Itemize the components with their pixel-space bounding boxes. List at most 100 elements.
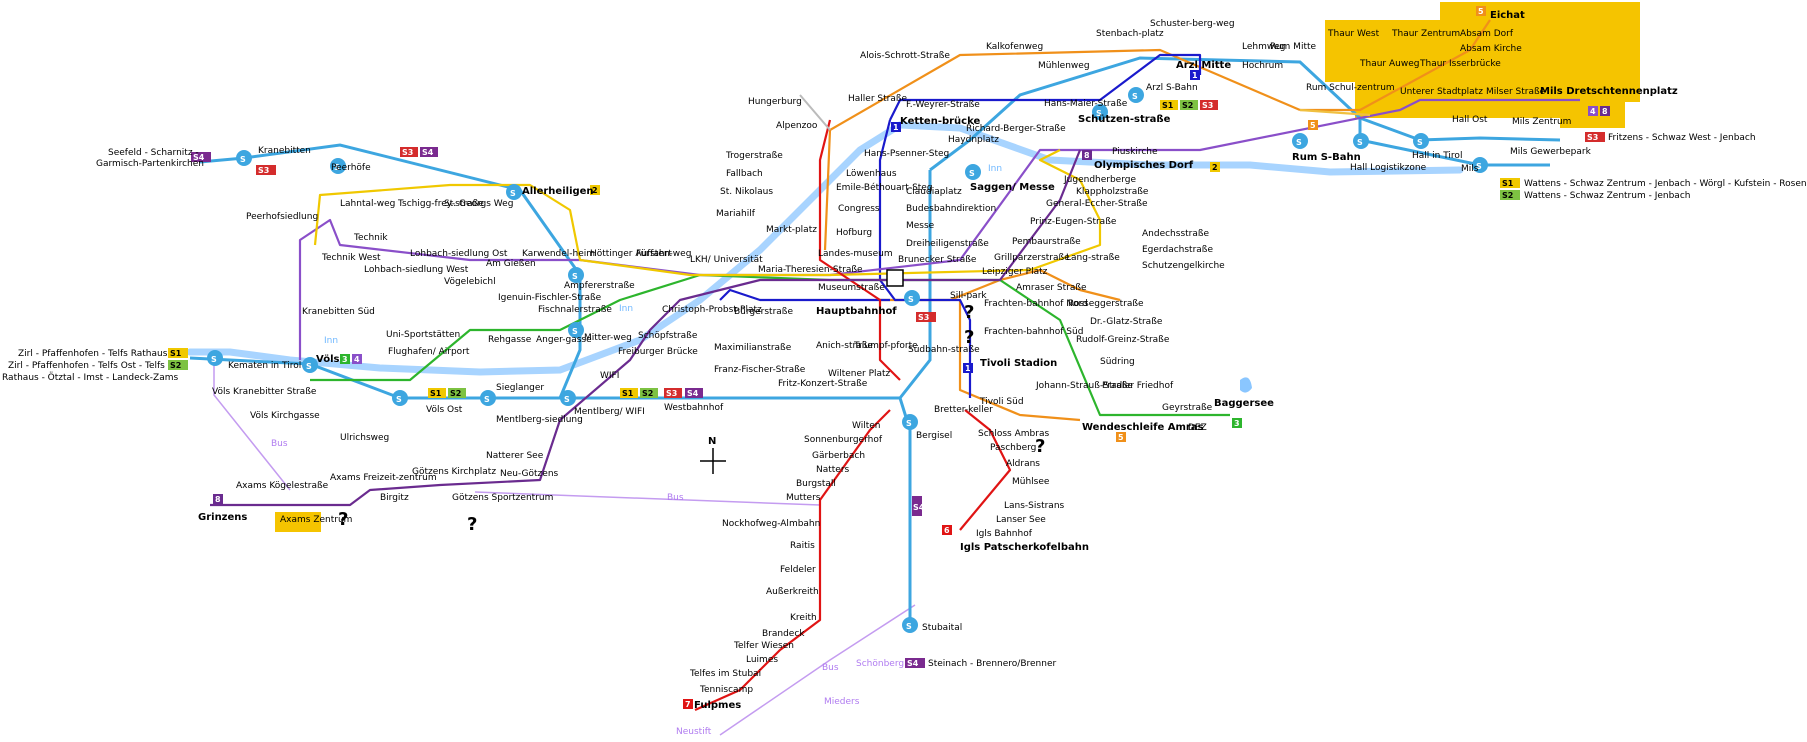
station-sonnenburgerhof: Sonnenburgerhof bbox=[804, 435, 883, 445]
svg-text:S: S bbox=[484, 395, 490, 404]
station-milser-strasse: Milser Straße bbox=[1486, 87, 1546, 97]
svg-text:S: S bbox=[908, 295, 914, 304]
line-badges: 5 5 1 S1 S2 S3 1 8 2 4 8 S3 S1 S2 S4 S3 … bbox=[168, 6, 1610, 709]
station-goetzens-sport: Götzens Sportzentrum bbox=[452, 493, 553, 503]
station-karwendelheim: Karwendel-heim bbox=[522, 249, 595, 259]
station-igenuin: Igenuin-Fischler-Straße bbox=[498, 293, 602, 303]
station-johann-strauss: Johann-Strauß-Straße bbox=[1035, 381, 1133, 391]
station-andechs: Andechsstraße bbox=[1142, 229, 1210, 239]
station-peerhoefe: Peerhöfe bbox=[331, 163, 371, 173]
station-rathaus-oetztal: Rathaus - Ötztal - Imst - Landeck-Zams bbox=[2, 372, 178, 383]
station-mils: Mils bbox=[1461, 164, 1479, 174]
inn-label-2: Inn bbox=[619, 304, 633, 314]
tram-network bbox=[210, 19, 1580, 712]
station-muehlsee: Mühlsee bbox=[1012, 477, 1050, 487]
station-f-weyrer: F.-Weyrer-Straße bbox=[906, 100, 980, 110]
svg-text:S: S bbox=[1357, 138, 1363, 147]
station-rudolf-greinz: Rudolf-Greinz-Straße bbox=[1076, 335, 1170, 345]
station-hall-logistik: Hall Logistikzone bbox=[1350, 163, 1427, 173]
station-museumstrasse: Museumstraße bbox=[818, 283, 885, 293]
station-ampferer: Ampfererstraße bbox=[564, 281, 635, 291]
station-westbahnhof: Westbahnhof bbox=[664, 403, 724, 413]
svg-text:1: 1 bbox=[1192, 71, 1198, 80]
bus-label-1: Bus bbox=[271, 439, 288, 449]
station-maximilian: Maximilianstraße bbox=[714, 343, 792, 353]
station-amraser: Amraser Straße bbox=[1016, 283, 1087, 293]
station-hauptbahnhof: Hauptbahnhof bbox=[816, 306, 897, 317]
station-grillparzer: Grillparzerstraße bbox=[994, 253, 1070, 263]
station-tenniscamp: Tenniscamp bbox=[699, 685, 753, 695]
station-neustift: Neustift bbox=[676, 727, 712, 737]
station-schloss-ambras: Schloss Ambras bbox=[978, 429, 1049, 439]
station-wattens1: Wattens - Schwaz Zentrum - Jenbach - Wör… bbox=[1524, 179, 1807, 189]
station-lans-sistrans: Lans-Sistrans bbox=[1004, 501, 1065, 511]
station-thaur-isserbruecke: Thaur Isserbrücke bbox=[1419, 59, 1501, 69]
station-mieders: Mieders bbox=[824, 697, 860, 707]
station-wiltener-platz: Wiltener Platz bbox=[828, 369, 891, 379]
s-hubs: S S S S S S S S S S S S S S S S S S S S bbox=[207, 87, 1488, 633]
svg-text:S: S bbox=[510, 189, 516, 198]
svg-text:S4: S4 bbox=[422, 148, 434, 157]
station-igls-patscher: Igls Patscherkofelbahn bbox=[960, 542, 1089, 553]
svg-text:S4: S4 bbox=[687, 389, 699, 398]
station-hofburg: Hofburg bbox=[836, 228, 872, 238]
station-kematen: Kematen in Tirol bbox=[228, 361, 301, 371]
station-buergerstrasse: Bürgerstraße bbox=[734, 307, 793, 317]
svg-text:8: 8 bbox=[1084, 151, 1090, 160]
svg-text:2: 2 bbox=[1212, 163, 1218, 172]
station-fulpmes: Fulpmes bbox=[694, 700, 741, 711]
station-piuskirche: Piuskirche bbox=[1112, 147, 1158, 157]
station-lohbach-ost: Lohbach-siedlung Ost bbox=[410, 249, 508, 259]
svg-text:1: 1 bbox=[893, 123, 899, 132]
station-axams-freizeit: Axams Freizeit-zentrum bbox=[330, 473, 437, 483]
svg-text:S: S bbox=[969, 169, 975, 178]
station-paschberg: Paschberg bbox=[990, 443, 1036, 453]
north-arrow: N bbox=[700, 436, 726, 474]
station-leipziger: Leipziger Platz bbox=[982, 267, 1048, 277]
station-kranebitten: Kranebitten bbox=[258, 146, 311, 156]
station-steinach: Steinach - Brennero/Brenner bbox=[928, 659, 1056, 669]
station-voels-ost: Völs Ost bbox=[426, 405, 463, 415]
station-absam-kirche: Absam Kirche bbox=[1460, 44, 1522, 54]
station-brandeck: Brandeck bbox=[762, 629, 805, 639]
svg-text:?: ? bbox=[467, 514, 477, 535]
svg-text:S: S bbox=[1296, 138, 1302, 147]
station-eichat: Eichat bbox=[1490, 10, 1525, 21]
station-hochrum: Hochrum bbox=[1242, 61, 1283, 71]
svg-text:?: ? bbox=[964, 327, 974, 348]
station-wattens2: Wattens - Schwaz Zentrum - Jenbach bbox=[1524, 191, 1690, 201]
hauptbahnhof-hub bbox=[886, 269, 904, 287]
station-mils-dretsch: Mils Dretschtennenplatz bbox=[1540, 86, 1678, 97]
svg-text:S3: S3 bbox=[666, 389, 677, 398]
station-thaur-auweg: Thaur Auweg bbox=[1359, 59, 1419, 69]
svg-text:S: S bbox=[396, 395, 402, 404]
station-arzl-sbahn: Arzl S-Bahn bbox=[1146, 83, 1198, 93]
svg-text:S2: S2 bbox=[1182, 101, 1193, 110]
station-trogerstrasse: Trogerstraße bbox=[725, 151, 783, 161]
station-mentlberg-siedlung: Mentlberg-siedlung bbox=[496, 415, 583, 425]
station-schoepf: Schöpfstraße bbox=[638, 331, 698, 341]
station-fritz-konzert: Fritz-Konzert-Straße bbox=[778, 379, 868, 389]
station-allerheiligen: Allerheiligen bbox=[522, 186, 594, 197]
station-sillpark: Sill-park bbox=[950, 291, 987, 301]
station-alpenzoo: Alpenzoo bbox=[776, 121, 818, 131]
station-arzl-mitte: Arzl Mitte bbox=[1176, 60, 1231, 71]
station-igls-bahnhof: Igls Bahnhof bbox=[976, 529, 1033, 539]
svg-text:S: S bbox=[572, 327, 578, 336]
station-schuetzenstrasse: Schützen-straße bbox=[1078, 114, 1171, 125]
station-triumph: Triumpf-pforte bbox=[853, 341, 918, 351]
station-tivoli-stadion: Tivoli Stadion bbox=[980, 358, 1057, 369]
station-dr-glatz: Dr.-Glatz-Straße bbox=[1090, 317, 1163, 327]
svg-text:S4: S4 bbox=[913, 503, 925, 512]
station-messe: Messe bbox=[906, 221, 935, 231]
station-voegelebichl: Vögelebichl bbox=[444, 277, 496, 287]
station-franz-fischer: Franz-Fischer-Straße bbox=[714, 365, 806, 375]
svg-text:S: S bbox=[564, 395, 570, 404]
svg-text:S: S bbox=[1132, 92, 1138, 101]
station-grinzens: Grinzens bbox=[198, 512, 247, 523]
station-mentlberg-wifi: Mentlberg/ WIFI bbox=[574, 407, 645, 417]
station-dreiheiligen: Dreiheiligenstraße bbox=[906, 239, 989, 249]
station-lehmweg: Lehmweg bbox=[1242, 42, 1285, 52]
svg-text:S: S bbox=[306, 362, 312, 371]
station-technik-west: Technik West bbox=[321, 253, 381, 263]
